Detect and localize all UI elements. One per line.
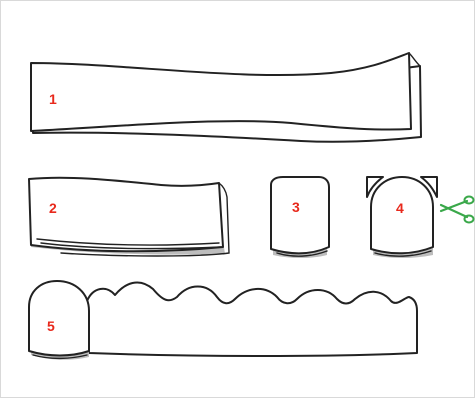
step-5-scalloped-strip: 5 <box>29 281 417 360</box>
step-2-number: 2 <box>49 200 57 216</box>
step-1-long-strip: 1 <box>31 53 421 142</box>
step-3-number: 3 <box>292 199 300 215</box>
step-3-square-block: 3 <box>271 177 329 258</box>
scissors-icon <box>441 197 474 223</box>
step-4-number: 4 <box>396 200 404 216</box>
step-2-folded-stack: 2 <box>29 178 229 256</box>
step-4-rounded-top: 4 <box>367 177 437 258</box>
step-5-number: 5 <box>47 318 55 334</box>
step-1-number: 1 <box>49 91 57 107</box>
